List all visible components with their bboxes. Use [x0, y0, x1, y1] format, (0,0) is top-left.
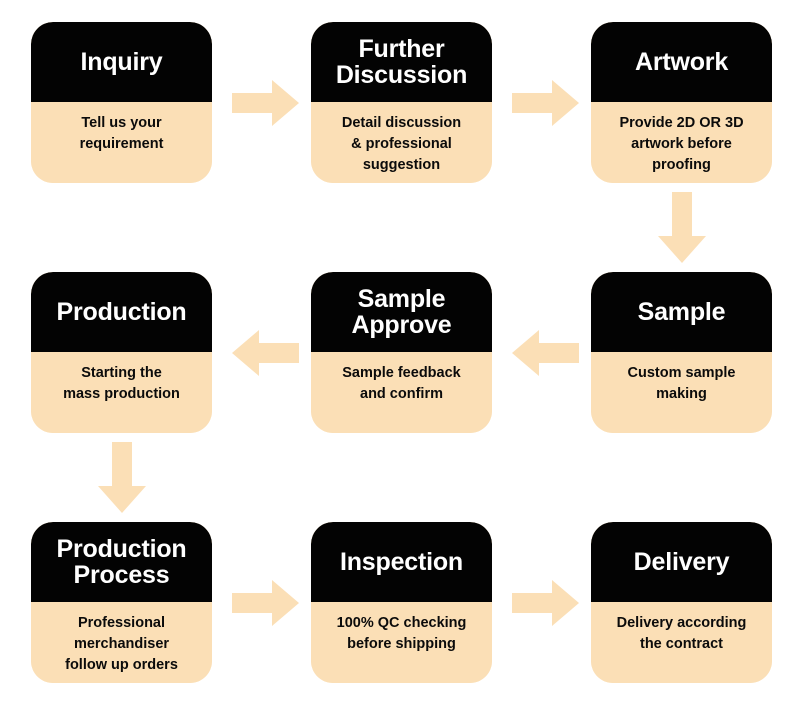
- arrow-right-icon-inspection-to-delivery: [512, 579, 580, 627]
- step-title-production-process: Production Process: [56, 534, 187, 589]
- step-description-inquiry: Tell us your requirement: [79, 115, 164, 152]
- step-header-production: Production: [31, 272, 212, 352]
- step-body-artwork: Provide 2D OR 3D artwork before proofing: [591, 102, 772, 183]
- step-title-inspection: Inspection: [339, 547, 463, 576]
- step-title-sample: Sample: [637, 297, 726, 326]
- step-box-sample-approve[interactable]: Sample Approve Sample feedback and confi…: [311, 272, 492, 433]
- step-title-inquiry: Inquiry: [80, 47, 163, 76]
- step-description-further-discussion: Detail discussion & professional suggest…: [341, 115, 462, 173]
- step-body-production: Starting the mass production: [31, 352, 212, 433]
- step-body-sample: Custom sample making: [591, 352, 772, 433]
- step-box-sample[interactable]: Sample Custom sample making: [591, 272, 772, 433]
- step-box-production-process[interactable]: Production Process Professional merchand…: [31, 522, 212, 683]
- step-header-production-process: Production Process: [31, 522, 212, 602]
- step-box-further-discussion[interactable]: Further Discussion Detail discussion & p…: [311, 22, 492, 183]
- arrow-down-icon-production-to-production-process: [97, 442, 147, 514]
- step-description-inspection: 100% QC checking before shipping: [336, 615, 467, 652]
- step-body-delivery: Delivery according the contract: [591, 602, 772, 683]
- step-header-inquiry: Inquiry: [31, 22, 212, 102]
- step-description-production-process: Professional merchandiser follow up orde…: [65, 615, 178, 673]
- step-header-sample: Sample: [591, 272, 772, 352]
- step-header-further-discussion: Further Discussion: [311, 22, 492, 102]
- step-title-artwork: Artwork: [634, 47, 729, 76]
- step-description-delivery: Delivery according the contract: [616, 615, 747, 652]
- arrow-left-icon-sample-to-sample-approve: [512, 329, 580, 377]
- step-body-further-discussion: Detail discussion & professional suggest…: [311, 102, 492, 183]
- step-body-production-process: Professional merchandiser follow up orde…: [31, 602, 212, 683]
- arrow-right-icon-production-process-to-inspection: [232, 579, 300, 627]
- step-box-production[interactable]: Production Starting the mass production: [31, 272, 212, 433]
- step-description-artwork: Provide 2D OR 3D artwork before proofing: [619, 115, 744, 173]
- step-header-sample-approve: Sample Approve: [311, 272, 492, 352]
- step-description-sample-approve: Sample feedback and confirm: [342, 365, 461, 402]
- step-box-artwork[interactable]: Artwork Provide 2D OR 3D artwork before …: [591, 22, 772, 183]
- step-body-inquiry: Tell us your requirement: [31, 102, 212, 183]
- step-title-further-discussion: Further Discussion: [335, 34, 468, 89]
- arrow-left-icon-sample-approve-to-production: [232, 329, 300, 377]
- arrow-down-icon-artwork-to-sample: [657, 192, 707, 264]
- arrow-right-icon-further-discussion-to-artwork: [512, 79, 580, 127]
- arrow-right-icon-inquiry-to-further-discussion: [232, 79, 300, 127]
- step-header-delivery: Delivery: [591, 522, 772, 602]
- step-header-artwork: Artwork: [591, 22, 772, 102]
- step-box-delivery[interactable]: Delivery Delivery according the contract: [591, 522, 772, 683]
- step-body-sample-approve: Sample feedback and confirm: [311, 352, 492, 433]
- step-title-delivery: Delivery: [633, 547, 730, 576]
- step-description-sample: Custom sample making: [627, 365, 736, 402]
- step-box-inquiry[interactable]: Inquiry Tell us your requirement: [31, 22, 212, 183]
- step-description-production: Starting the mass production: [63, 365, 180, 402]
- step-header-inspection: Inspection: [311, 522, 492, 602]
- step-title-sample-approve: Sample Approve: [351, 284, 452, 339]
- step-body-inspection: 100% QC checking before shipping: [311, 602, 492, 683]
- step-box-inspection[interactable]: Inspection 100% QC checking before shipp…: [311, 522, 492, 683]
- step-title-production: Production: [56, 297, 187, 326]
